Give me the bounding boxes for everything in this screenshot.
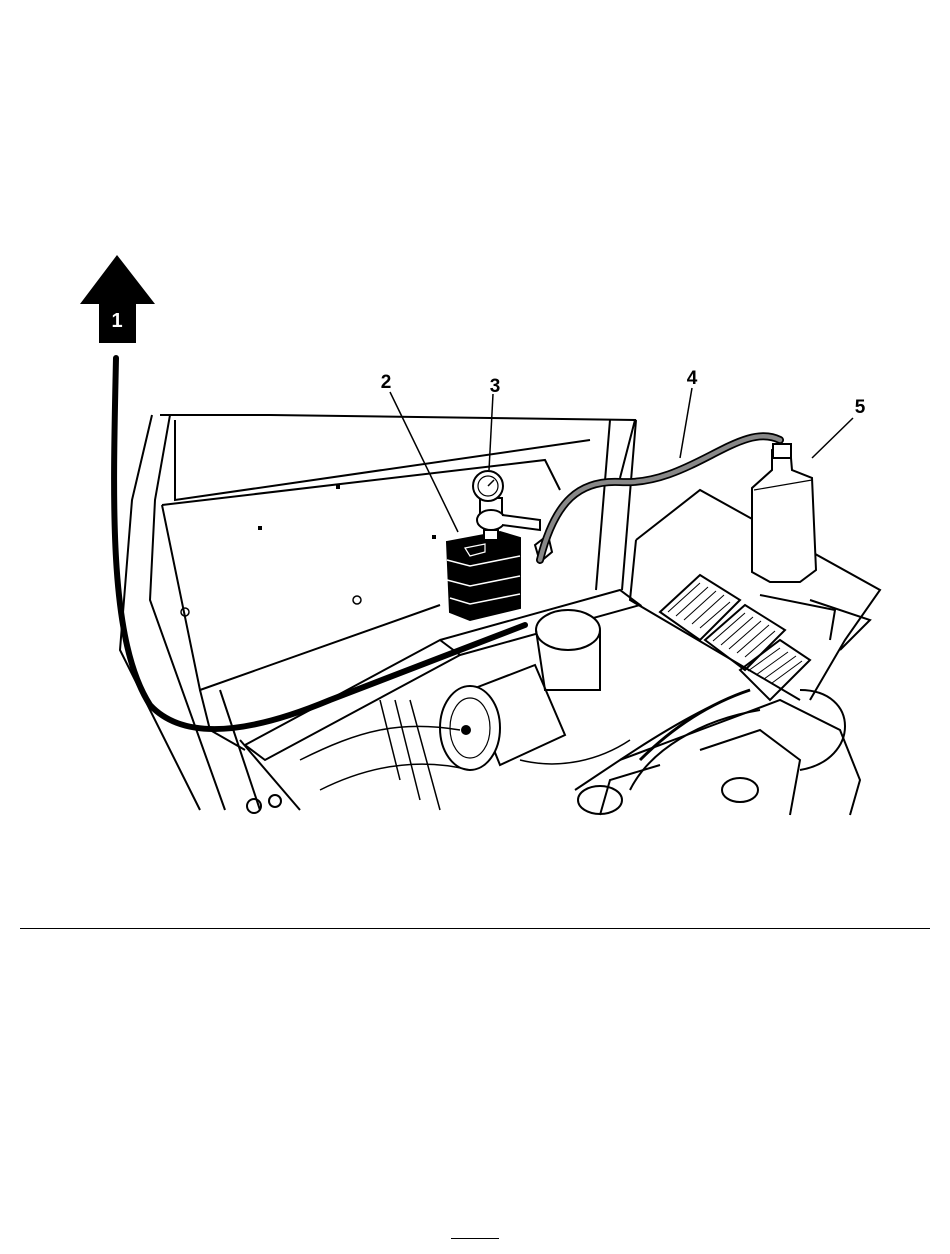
engine-bay-illustration: 1 xyxy=(0,0,950,830)
leader-5 xyxy=(812,418,853,458)
coolant-bottle xyxy=(752,444,816,582)
coolant-tank xyxy=(447,532,520,620)
leader-3 xyxy=(489,394,493,470)
page-footer-rule xyxy=(451,1238,499,1239)
callout-2-label: 2 xyxy=(381,372,392,393)
callout-4-label: 4 xyxy=(687,368,698,389)
hood-panel-details xyxy=(181,485,436,813)
leader-2 xyxy=(390,392,458,532)
leader-4 xyxy=(680,388,692,458)
fill-hose xyxy=(540,436,780,560)
engine-block xyxy=(575,690,860,815)
section-divider xyxy=(20,928,930,929)
callout-5-label: 5 xyxy=(855,397,866,418)
front-direction-arrow: 1 xyxy=(80,255,525,729)
callout-1-label: 1 xyxy=(111,310,122,332)
callout-3-label: 3 xyxy=(490,376,501,397)
